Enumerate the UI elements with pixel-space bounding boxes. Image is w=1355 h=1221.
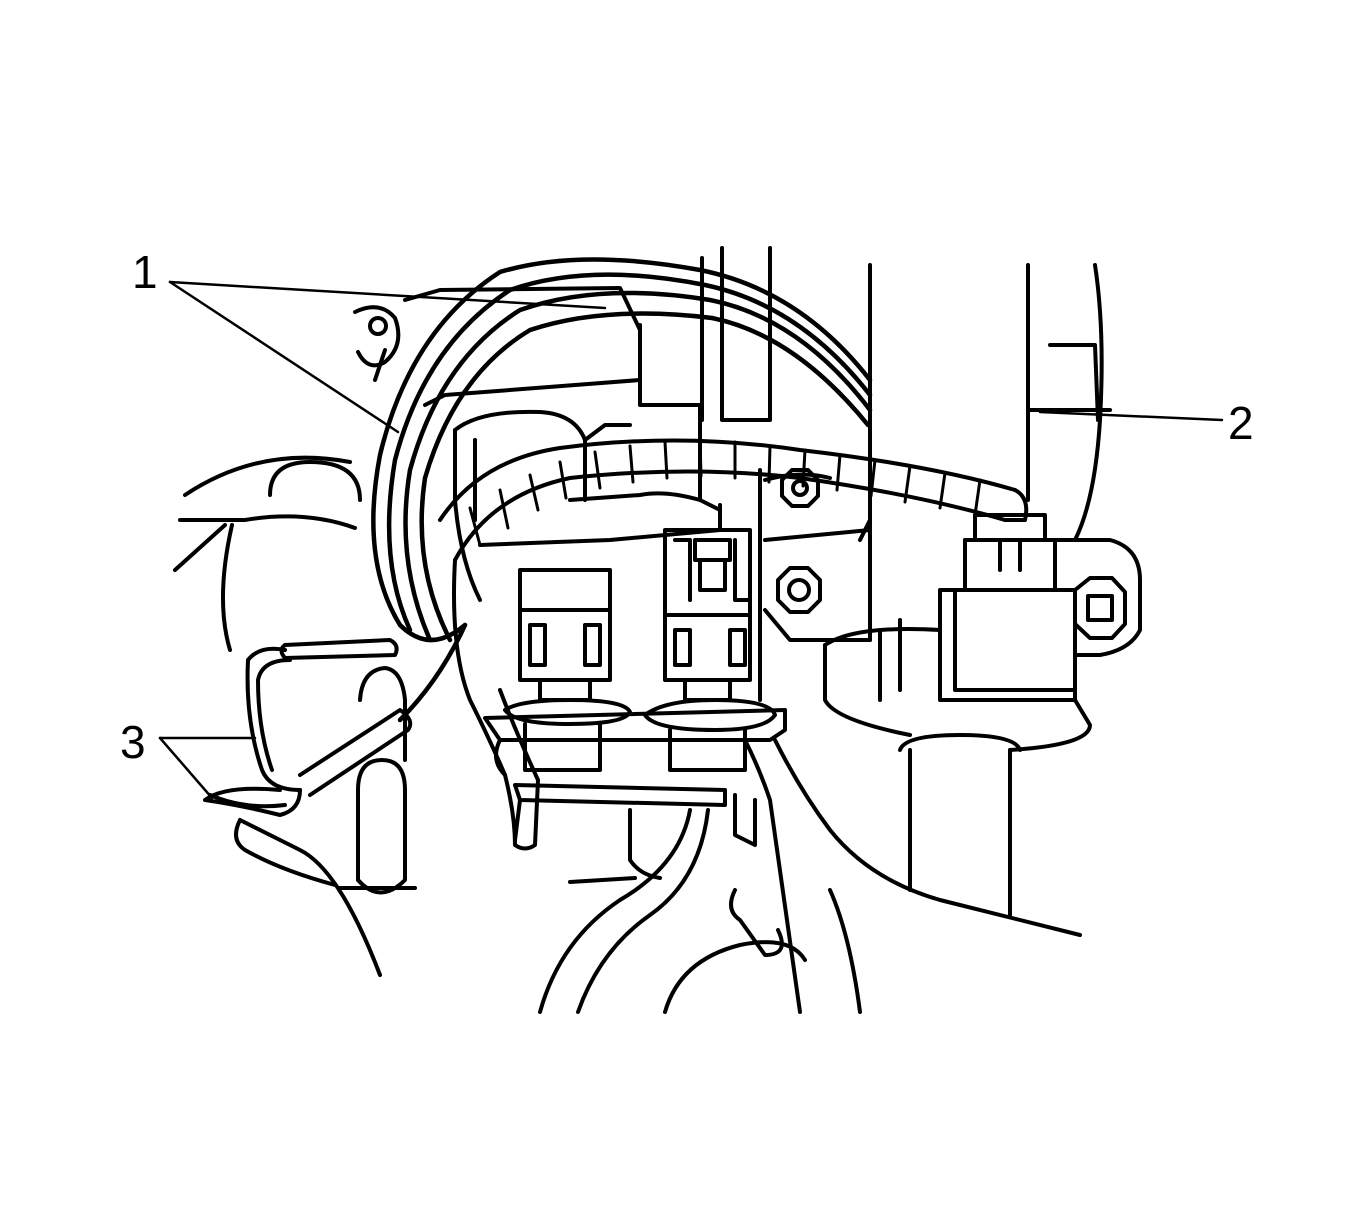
left-panel (173, 305, 407, 895)
leader-2 (1038, 410, 1224, 422)
leader-1b (168, 280, 400, 434)
leader-1a (168, 280, 607, 310)
callout-1: 1 (132, 246, 158, 298)
sensor-wire (203, 638, 413, 817)
vertical-frame (700, 246, 1112, 642)
wire-harness (371, 257, 873, 723)
callout-2: 2 (1228, 397, 1254, 449)
connector (823, 513, 1142, 752)
switch-right (643, 528, 777, 772)
bolts (776, 468, 1127, 640)
leader-3b (158, 736, 214, 800)
mounting-plate (483, 708, 1082, 1014)
callout-3: 3 (120, 716, 146, 768)
corrugated-conduit (438, 438, 1029, 851)
leader-lines (158, 280, 1224, 800)
lower-pipes (234, 748, 1012, 1014)
